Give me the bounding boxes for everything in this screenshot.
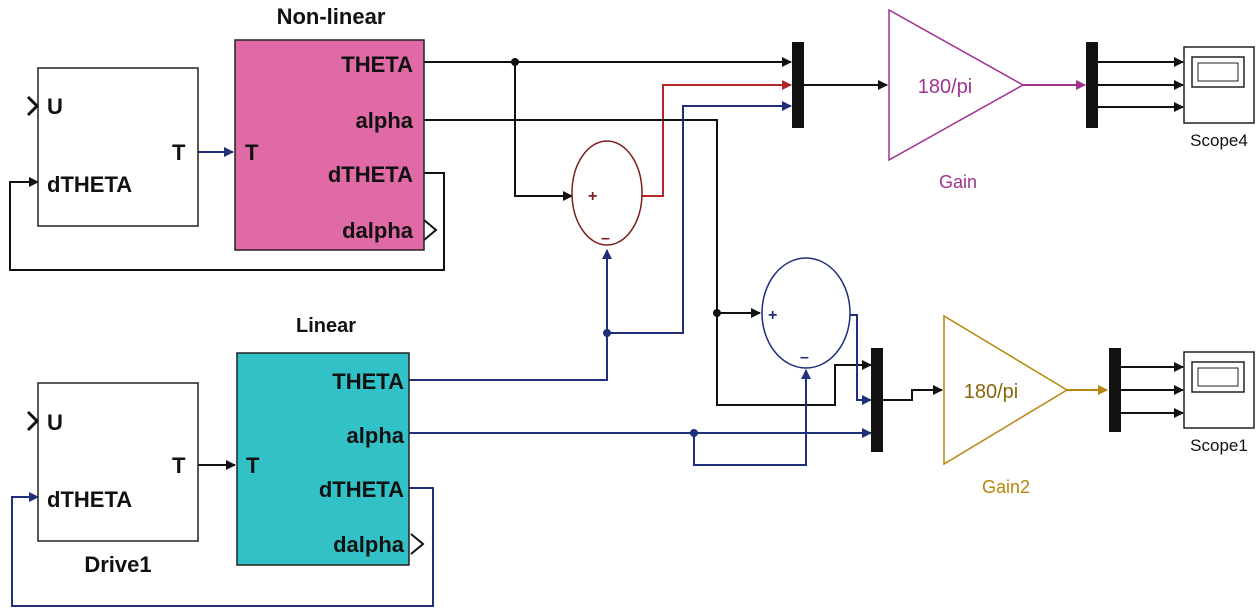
- wire-bottom-dalpha-stub: [410, 533, 425, 555]
- junction-dot: [713, 309, 721, 317]
- drive-block-top[interactable]: U dTHETA T: [26, 67, 199, 227]
- sum-bottom-plus: +: [768, 307, 777, 324]
- wire-lin-theta-to-mux: [607, 101, 792, 334]
- wire-top-dalpha-stub: [423, 219, 438, 241]
- wire-nl-theta-to-sum: [514, 62, 573, 201]
- drive-top-port-u: U: [47, 94, 63, 119]
- nonlinear-port-alpha: alpha: [356, 108, 414, 133]
- junction-dot: [603, 329, 611, 337]
- sum-bottom-minus: –: [800, 349, 809, 366]
- gain-bottom-name: Gain2: [982, 477, 1030, 497]
- sum-top-plus: +: [588, 188, 597, 205]
- drive-bottom-port-t: T: [172, 453, 186, 478]
- linear-port-theta: THETA: [332, 369, 404, 394]
- scope1-name: Scope1: [1190, 436, 1248, 455]
- mux-bar-top[interactable]: [792, 42, 804, 128]
- wire-sum2-out-to-mux2: [849, 314, 872, 405]
- wire-sum-top-out-to-mux: [641, 80, 792, 197]
- gain-top-value: 180/pi: [918, 76, 973, 98]
- scope4-name: Scope4: [1190, 131, 1248, 150]
- junction-dot: [511, 58, 519, 66]
- nonlinear-port-dalpha: dalpha: [342, 218, 414, 243]
- nonlinear-port-theta: THETA: [341, 52, 413, 77]
- gain-bottom-value: 180/pi: [964, 381, 1019, 403]
- linear-port-t: T: [246, 453, 260, 478]
- scope-screen-icon: [1191, 361, 1245, 393]
- wire-lin-alpha-to-sum2-minus: [693, 369, 811, 466]
- linear-port-dalpha: dalpha: [333, 532, 405, 557]
- scope-screen-icon: [1191, 56, 1245, 88]
- drive-bottom-port-u: U: [47, 410, 63, 435]
- input-port-chevron-icon: [26, 95, 40, 117]
- linear-title: Linear: [296, 315, 356, 337]
- scope4-block[interactable]: Scope4: [1183, 46, 1255, 150]
- wire-bottom-feedback: [11, 487, 434, 607]
- wire-nl-alpha-to-sum2: [424, 119, 761, 318]
- scope1-block[interactable]: Scope1: [1183, 351, 1255, 455]
- linear-port-dtheta: dTHETA: [319, 477, 404, 502]
- drive-block-bottom[interactable]: U dTHETA T Drive1: [26, 382, 199, 577]
- linear-block[interactable]: Linear T THETA alpha dTHETA dalpha: [236, 315, 410, 566]
- wire-top-feedback: [9, 172, 445, 271]
- linear-port-alpha: alpha: [347, 423, 405, 448]
- wire-lin-theta-to-sum-minus: [409, 249, 612, 381]
- drive-top-port-dtheta: dTHETA: [47, 172, 132, 197]
- gain-block-top[interactable]: 180/pi Gain: [888, 8, 1025, 192]
- junction-dot: [690, 429, 698, 437]
- sum-block-top[interactable]: + –: [571, 140, 643, 247]
- sum-top-minus: –: [601, 230, 610, 247]
- wire-nl-alpha-to-mux2: [716, 313, 872, 406]
- nonlinear-port-t: T: [245, 140, 259, 165]
- sum-block-bottom[interactable]: + –: [761, 257, 851, 369]
- drive-bottom-port-dtheta: dTHETA: [47, 487, 132, 512]
- gain-top-name: Gain: [939, 172, 977, 192]
- mux-bar-bottom[interactable]: [871, 348, 883, 452]
- nonlinear-title: Non-linear: [277, 4, 386, 29]
- wire-mux2-to-gain2: [883, 385, 943, 401]
- drive-bottom-name: Drive1: [84, 552, 151, 577]
- input-port-chevron-icon: [26, 410, 40, 432]
- nonlinear-block[interactable]: Non-linear T THETA alpha dTHETA dalpha: [234, 4, 425, 251]
- demux-bar-top[interactable]: [1086, 42, 1098, 128]
- nonlinear-port-dtheta: dTHETA: [328, 162, 413, 187]
- wires: [9, 57, 1184, 607]
- drive-top-port-t: T: [172, 140, 186, 165]
- gain-block-bottom[interactable]: 180/pi Gain2: [943, 314, 1069, 497]
- demux-bar-bottom[interactable]: [1109, 348, 1121, 432]
